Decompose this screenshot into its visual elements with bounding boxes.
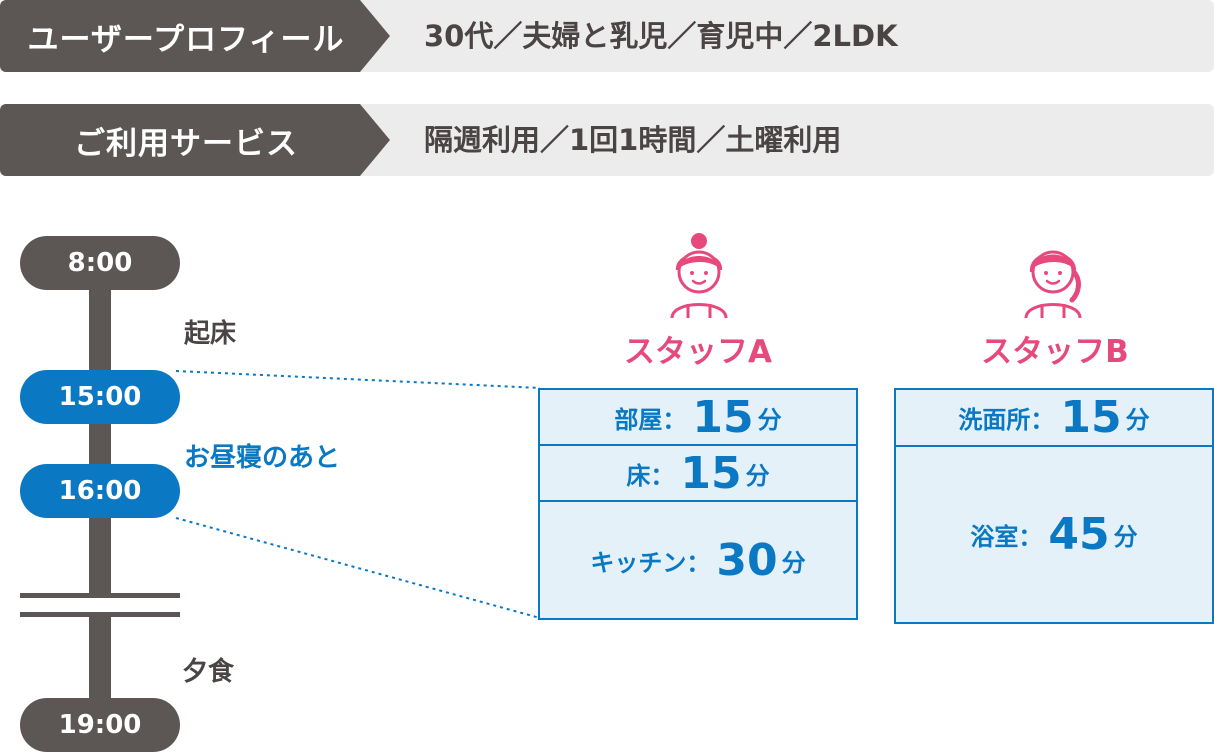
staff-a-name: スタッフA [624, 334, 772, 370]
time-pill-15: 15:00 [20, 370, 180, 424]
staff-a-task-floor: 床： 15 分 [540, 446, 856, 500]
user-profile-value: 30代／夫婦と乳児／育児中／2LDK [424, 19, 898, 53]
task-unit: 分 [757, 406, 782, 434]
event-wakeup: 起床 [184, 319, 237, 349]
task-minutes: 45 [1048, 509, 1110, 560]
task-unit: 分 [781, 548, 806, 577]
service-value: 隔週利用／1回1時間／土曜利用 [424, 123, 842, 157]
staff-a-task-room: 部屋： 15 分 [540, 390, 856, 445]
staff-b-person-icon [1024, 250, 1082, 319]
task-area: 床： [626, 461, 675, 490]
staff-b-task-washroom: 洗面所： 15 分 [896, 390, 1212, 445]
staff-a-divider-1 [540, 444, 856, 446]
task-minutes: 15 [680, 447, 742, 499]
task-area: キッチン： [590, 548, 711, 577]
task-minutes: 15 [692, 392, 754, 443]
staff-a-task-kitchen: キッチン： 30 分 [540, 502, 856, 618]
time-pill-19: 19:00 [20, 698, 180, 752]
staff-a-task-box: 部屋： 15 分 床： 15 分 キッチン： 30 分 [538, 388, 858, 620]
task-area: 浴室： [970, 523, 1043, 551]
timeline-break-bar-top [20, 593, 180, 598]
staff-b-divider-1 [896, 445, 1212, 447]
task-minutes: 15 [1060, 392, 1122, 443]
connector-line-bottom [175, 517, 541, 619]
task-minutes: 30 [716, 534, 778, 586]
event-dinner: 夕食 [182, 657, 235, 687]
service-tag: ご利用サービス [0, 104, 390, 176]
staff-b-name: スタッフB [981, 334, 1129, 370]
staff-b-task-bathroom: 浴室： 45 分 [896, 447, 1212, 622]
staff-a-divider-2 [540, 500, 856, 502]
service-row: ご利用サービス 隔週利用／1回1時間／土曜利用 [0, 104, 1214, 176]
event-after-nap: お昼寝のあと [184, 443, 341, 473]
staff-b-task-box: 洗面所： 15 分 浴室： 45 分 [894, 388, 1214, 624]
connector-line-top [175, 370, 541, 389]
task-area: 部屋： [614, 406, 687, 434]
staff-a-person-icon [670, 233, 728, 319]
task-unit: 分 [745, 461, 770, 490]
time-pill-16: 16:00 [20, 464, 180, 518]
user-profile-tag: ユーザープロフィール [0, 0, 390, 72]
task-unit: 分 [1125, 406, 1150, 434]
task-area: 洗面所： [958, 406, 1055, 434]
user-profile-row: ユーザープロフィール 30代／夫婦と乳児／育児中／2LDK [0, 0, 1214, 72]
timeline-spine-lower [89, 612, 111, 724]
task-unit: 分 [1113, 523, 1138, 551]
time-pill-8: 8:00 [20, 236, 180, 290]
timeline-break-bar-bottom [20, 612, 180, 617]
